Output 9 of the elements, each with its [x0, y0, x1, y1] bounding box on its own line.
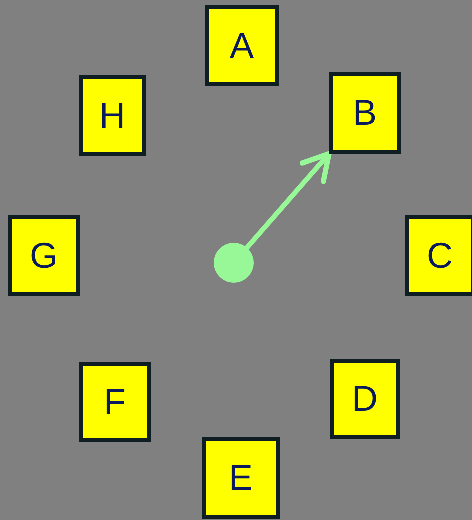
letter-box: H: [79, 75, 146, 156]
letter-box: B: [329, 72, 401, 154]
letter-box: A: [205, 5, 279, 86]
letter-box: E: [202, 437, 280, 519]
letter-box: D: [330, 359, 400, 439]
letter-box: C: [405, 215, 472, 296]
letter-box: F: [79, 362, 151, 442]
letter-box: G: [8, 215, 80, 296]
arrow: [244, 151, 332, 250]
